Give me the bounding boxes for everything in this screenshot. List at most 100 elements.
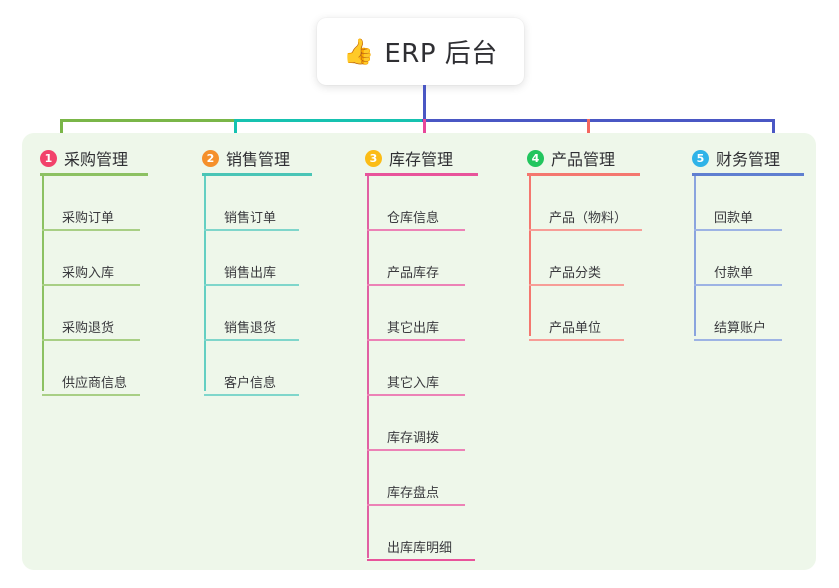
- badge-number-2: 2: [202, 149, 219, 167]
- connector-drop-4: [587, 119, 590, 145]
- column-header-2[interactable]: 2 销售管理: [202, 146, 290, 170]
- list-item-label: 采购入库: [62, 266, 115, 281]
- list-item-rule: [42, 229, 140, 231]
- list-item-rule: [367, 394, 465, 396]
- list-item[interactable]: 采购入库: [42, 231, 140, 286]
- list-item-rule: [367, 504, 465, 506]
- connector-drop-2: [234, 119, 237, 145]
- list-item[interactable]: 库存调拨: [367, 396, 465, 451]
- list-item[interactable]: 供应商信息: [42, 341, 140, 396]
- list-item-label: 产品（物料）: [549, 211, 628, 226]
- list-item-label: 仓库信息: [387, 211, 440, 226]
- list-item-label: 销售订单: [224, 211, 277, 226]
- connector-bus-teal: [234, 119, 424, 122]
- list-item[interactable]: 产品库存: [367, 231, 465, 286]
- list-item-label: 其它入库: [387, 376, 440, 391]
- list-item[interactable]: 其它出库: [367, 286, 465, 341]
- list-item-rule: [204, 339, 299, 341]
- list-item-label: 销售退货: [224, 321, 277, 336]
- column-header-1[interactable]: 1 采购管理: [40, 146, 128, 170]
- column-rule-2: [202, 173, 312, 176]
- list-item-rule: [694, 339, 782, 341]
- list-item-rule: [42, 284, 140, 286]
- list-item-label: 其它出库: [387, 321, 440, 336]
- list-item-label: 回款单: [714, 211, 754, 226]
- list-item[interactable]: 出库库明细: [367, 506, 475, 561]
- column-title-5: 财务管理: [716, 150, 781, 169]
- list-item-label: 供应商信息: [62, 376, 128, 391]
- badge-number-5: 5: [692, 149, 709, 167]
- list-item-label: 产品分类: [549, 266, 602, 281]
- column-title-4: 产品管理: [551, 150, 616, 169]
- list-item-rule: [367, 284, 465, 286]
- column-trunk-4: [529, 176, 531, 336]
- list-item-rule: [367, 229, 465, 231]
- list-item[interactable]: 库存盘点: [367, 451, 465, 506]
- list-item-rule: [529, 229, 642, 231]
- list-item[interactable]: 客户信息: [204, 341, 299, 396]
- badge-number-4: 4: [527, 149, 544, 167]
- column-rule-1: [40, 173, 148, 176]
- column-header-5[interactable]: 5 财务管理: [692, 146, 780, 170]
- list-item-rule: [42, 394, 140, 396]
- list-item-rule: [367, 339, 465, 341]
- list-item[interactable]: 产品单位: [529, 286, 624, 341]
- list-item[interactable]: 采购订单: [42, 176, 140, 231]
- connector-root-stem: [423, 85, 426, 119]
- list-item-label: 结算账户: [714, 321, 767, 336]
- column-title-3: 库存管理: [389, 150, 454, 169]
- column-trunk-2: [204, 176, 206, 391]
- list-item[interactable]: 销售出库: [204, 231, 299, 286]
- list-item-rule: [367, 559, 475, 561]
- list-item-rule: [204, 394, 299, 396]
- list-item-rule: [204, 229, 299, 231]
- list-item-rule: [367, 449, 465, 451]
- column-trunk-1: [42, 176, 44, 391]
- column-rule-4: [527, 173, 640, 176]
- list-item-label: 库存盘点: [387, 486, 440, 501]
- badge-number-3: 3: [365, 149, 382, 167]
- diagram-panel: 1 采购管理 采购订单 采购入库 采购退货 供应商信息: [22, 133, 816, 570]
- list-item-rule: [694, 229, 782, 231]
- list-item-label: 出库库明细: [387, 541, 453, 556]
- list-item-rule: [42, 339, 140, 341]
- list-item-rule: [694, 284, 782, 286]
- list-item-label: 产品单位: [549, 321, 602, 336]
- list-item-rule: [529, 339, 624, 341]
- list-item[interactable]: 销售退货: [204, 286, 299, 341]
- list-item[interactable]: 产品（物料）: [529, 176, 642, 231]
- list-item[interactable]: 回款单: [694, 176, 782, 231]
- column-title-2: 销售管理: [226, 150, 291, 169]
- column-title-1: 采购管理: [64, 150, 129, 169]
- connector-bus-blue: [422, 119, 775, 122]
- root-node-title: ERP 后台: [384, 39, 498, 69]
- column-header-4[interactable]: 4 产品管理: [527, 146, 615, 170]
- list-item-label: 付款单: [714, 266, 754, 281]
- column-header-3[interactable]: 3 库存管理: [365, 146, 453, 170]
- list-item[interactable]: 结算账户: [694, 286, 782, 341]
- connector-bus-green: [60, 119, 236, 122]
- list-item[interactable]: 付款单: [694, 231, 782, 286]
- list-item-label: 产品库存: [387, 266, 440, 281]
- list-item[interactable]: 产品分类: [529, 231, 624, 286]
- root-node-erp-backend[interactable]: 👍 ERP 后台: [317, 18, 524, 85]
- connector-drop-1: [60, 119, 63, 145]
- column-trunk-5: [694, 176, 696, 336]
- thumbs-up-icon: 👍: [343, 37, 375, 66]
- list-item[interactable]: 其它入库: [367, 341, 465, 396]
- column-rule-5: [692, 173, 804, 176]
- list-item[interactable]: 仓库信息: [367, 176, 465, 231]
- connector-drop-5: [772, 119, 775, 145]
- list-item-label: 销售出库: [224, 266, 277, 281]
- list-item-label: 客户信息: [224, 376, 277, 391]
- list-item[interactable]: 采购退货: [42, 286, 140, 341]
- column-rule-3: [365, 173, 478, 176]
- list-item-rule: [529, 284, 624, 286]
- connector-drop-3: [423, 119, 426, 145]
- list-item-label: 库存调拨: [387, 431, 440, 446]
- list-item[interactable]: 销售订单: [204, 176, 299, 231]
- list-item-label: 采购订单: [62, 211, 115, 226]
- list-item-rule: [204, 284, 299, 286]
- badge-number-1: 1: [40, 149, 57, 167]
